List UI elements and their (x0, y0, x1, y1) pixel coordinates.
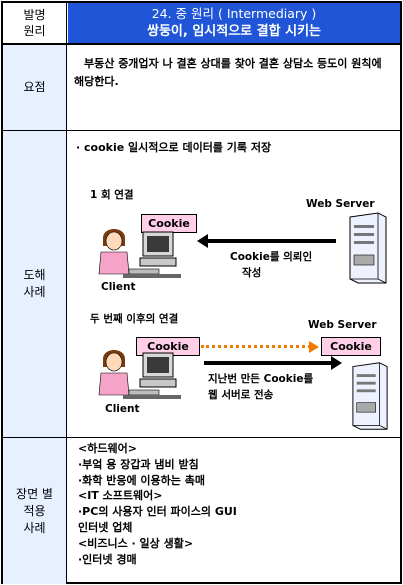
web-server-label-1: Web Server (306, 198, 375, 210)
cookie-transfer-arrow-head (309, 341, 319, 353)
client-computer-icon-1 (98, 229, 181, 278)
applications-row: 장면 별 적용 사례 <하드웨어> ·부엌 용 장갑과 냄비 받침 ·화학 반응… (3, 438, 400, 584)
summary-row: 요점 부동산 중개업자 나 결혼 상대를 찾아 결혼 상담소 등도이 원칙에 해… (3, 45, 400, 131)
list-item: <비즈니스 · 일상 생활> (78, 536, 194, 550)
principle-number-title: 24. 중 원리 ( Intermediary ) (151, 6, 317, 21)
list-item: ·인터넷 경매 (78, 552, 137, 566)
first-arrow-text-2: 작성 (242, 267, 262, 279)
list-item: ·화학 반응에 이용하는 촉매 (78, 473, 205, 487)
list-item: ·PC의 사용자 인터 파이스의 GUI (78, 505, 237, 519)
summary-content: 부동산 중개업자 나 결혼 상대를 찾아 결혼 상담소 등도이 원칙에 해당한다… (68, 45, 400, 130)
second-connection-heading: 두 번째 이후의 연결 (90, 313, 179, 325)
summary-label: 요점 (3, 45, 67, 130)
client-computer-icon-2 (98, 350, 181, 399)
send-arrow-line (204, 361, 332, 365)
web-server-icon-1 (349, 212, 387, 284)
cookie-transfer-dotted-arrow (201, 345, 311, 348)
request-arrow-line (208, 239, 336, 243)
list-item: <하드웨어> (78, 442, 137, 455)
second-arrow-text-2: 웹 서버로 전송 (208, 389, 274, 401)
diagram-content: · cookie 일시적으로 데이터를 기록 저장 1 회 연결 Web Ser… (68, 131, 400, 437)
web-server-label-2: Web Server (308, 319, 377, 331)
send-arrow-head (331, 356, 342, 370)
header-label: 발명 원리 (3, 3, 67, 43)
diagram-row: 도해 사례 · cookie 일시적으로 데이터를 기록 저장 1 회 연결 W… (3, 131, 400, 438)
web-server-icon-2 (352, 362, 388, 430)
second-arrow-text-1: 지난번 만든 Cookie를 (208, 373, 314, 385)
list-item: ·부엌 용 장갑과 냄비 받침 (78, 457, 199, 471)
applications-list: <하드웨어> ·부엌 용 장갑과 냄비 받침 ·화학 반응에 이용하는 촉매 <… (78, 441, 237, 567)
principle-main-title: 쌍둥이, 임시적으로 결합 시키는 (147, 24, 321, 39)
diagram-label: 도해 사례 (3, 131, 67, 437)
cookie-box-client-2: Cookie (136, 337, 200, 356)
first-connection-heading: 1 회 연결 (90, 189, 134, 201)
applications-label: 장면 별 적용 사례 (3, 438, 67, 584)
client-label-1: Client (101, 281, 136, 293)
diagram-bullet: · cookie 일시적으로 데이터를 기록 저장 (76, 141, 272, 154)
summary-text: 부동산 중개업자 나 결혼 상대를 찾아 결혼 상담소 등도이 원칙에 해당한다… (74, 57, 382, 88)
first-arrow-text-1: Cookie를 의뢰인 (230, 251, 313, 263)
request-arrow-head (197, 234, 208, 248)
header-row: 발명 원리 24. 중 원리 ( Intermediary ) 쌍둥이, 임시적… (3, 3, 400, 45)
client-label-2: Client (105, 403, 140, 415)
cookie-box-server-2: Cookie (321, 337, 381, 356)
list-item: <IT 소프트웨어> (78, 489, 163, 503)
header-title-block: 24. 중 원리 ( Intermediary ) 쌍둥이, 임시적으로 결합 … (68, 3, 400, 43)
applications-content: <하드웨어> ·부엌 용 장갑과 냄비 받침 ·화학 반응에 이용하는 촉매 <… (68, 438, 400, 584)
list-item: 인터넷 업체 (78, 520, 133, 534)
